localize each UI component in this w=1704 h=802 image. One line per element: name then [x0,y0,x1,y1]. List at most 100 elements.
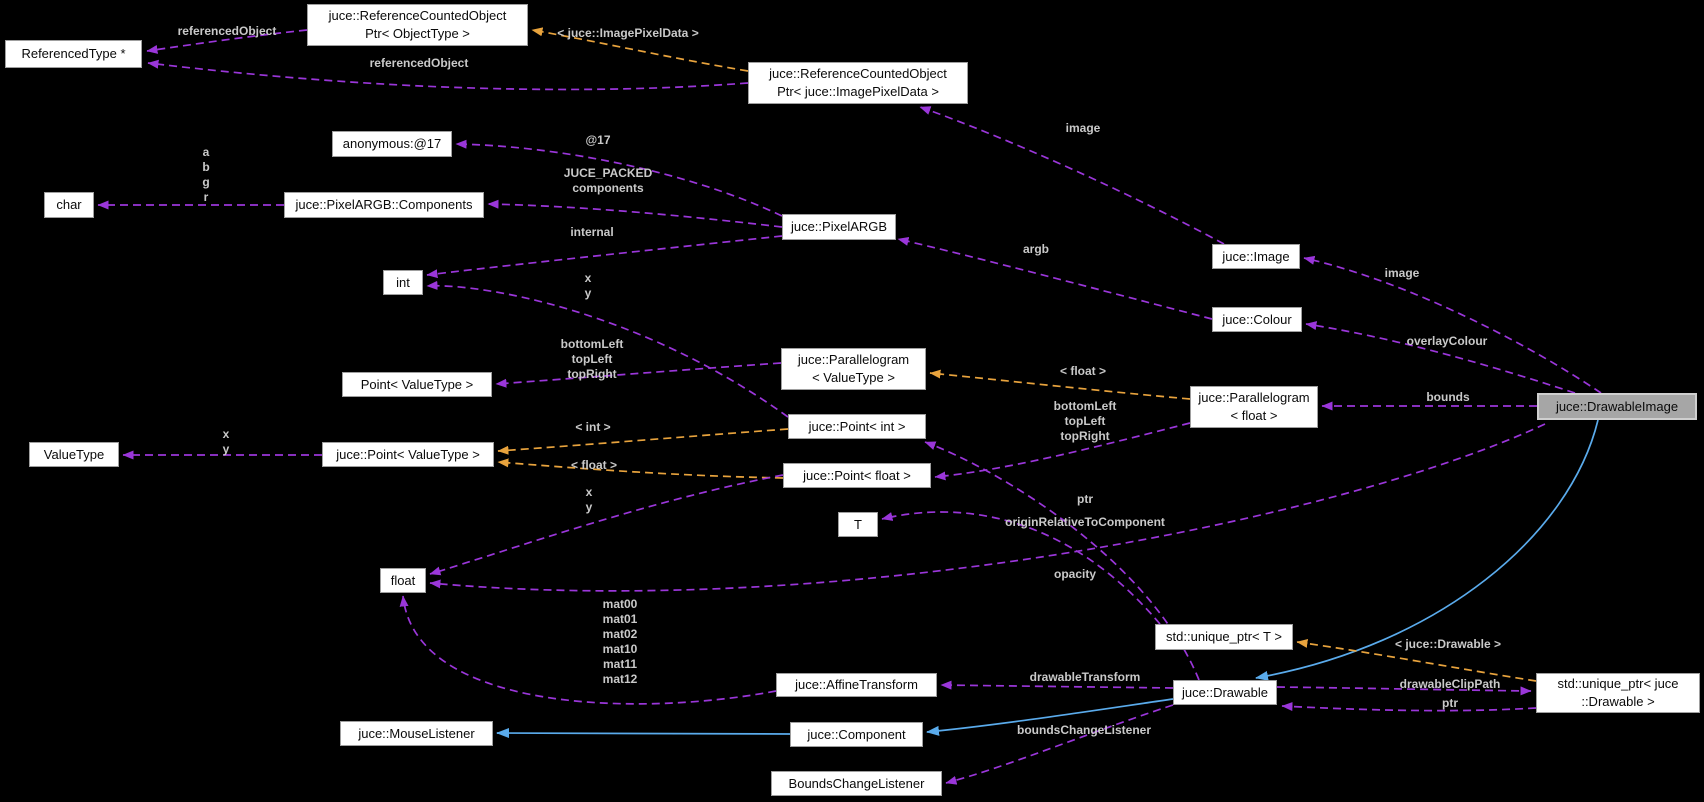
node-imageBox-line: juce::Image [1222,248,1290,264]
edge-label-e5: @17 [585,133,610,148]
node-floatBox-line: float [390,572,416,588]
edge-label-e24-line: mat00 [602,596,638,611]
node-uniquePtrT-line: std::unique_ptr< T > [1166,629,1282,644]
node-anon17[interactable]: anonymous:@17 [332,131,452,157]
node-colourBox[interactable]: juce::Colour [1212,307,1302,332]
edge-drawableImage-to-colourBox [1305,321,1576,394]
node-valueType-line: ValueType [43,446,105,462]
edge-drawable-to-component [926,698,1174,736]
node-pixelArgb[interactable]: juce::PixelARGB [782,214,896,240]
edge-label-e18-line: x [222,426,230,441]
edge-label-e12: bounds [1426,390,1469,405]
node-components[interactable]: juce::PixelARGB::Components [284,192,484,218]
node-paraVT[interactable]: juce::Parallelogram< ValueType > [781,348,926,390]
node-pointVT-line: Point< ValueType > [360,376,474,392]
edge-label-e7: internal [570,225,613,240]
node-jpointVT-line: juce::Point< ValueType > [336,446,480,462]
node-valueType[interactable]: ValueType [29,442,119,467]
node-charBox[interactable]: char [44,192,94,218]
node-paraFloat-line: juce::Parallelogram [1198,390,1310,405]
edge-label-e8-line: r [203,189,209,204]
node-colourBox-line: juce::Colour [1222,311,1292,327]
edge-label-e30: < juce::Drawable > [1395,637,1501,652]
edge-drawable-to-boundsListener [945,704,1174,785]
edge-label-e6-line: components [572,180,644,195]
edge-label-e31-line: drawableClipPath [1399,676,1501,691]
node-pixelArgb-line: juce::PixelARGB [790,219,888,234]
edge-label-e13-line: topRight [567,366,617,381]
node-mouseListener[interactable]: juce::MouseListener [340,721,493,746]
edge-drawable-to-affine [940,680,1174,690]
node-pointInt-line: juce::Point< int > [808,418,906,434]
edge-label-e11: overlayColour [1407,334,1488,349]
node-component[interactable]: juce::Component [790,722,923,747]
node-uniquePtrT[interactable]: std::unique_ptr< T > [1155,624,1293,650]
edge-paraFloat-to-pointFloat [934,422,1191,481]
node-paraFloat-line: < float > [1230,408,1278,423]
edge-label-e17-line: < float > [570,457,618,472]
node-paraVT-line: < ValueType > [812,370,895,385]
node-drawable[interactable]: juce::Drawable [1173,680,1277,705]
edge-pointFloat-to-floatBox [429,474,784,576]
edge-label-e30-line: < juce::Drawable > [1394,636,1502,651]
node-anon17-line: anonymous:@17 [342,136,442,151]
node-rcopIpd-line: juce::ReferenceCountedObject [769,66,947,81]
edge-label-e3: < juce::ImagePixelData > [557,26,698,41]
node-rcopObj-line: Ptr< ObjectType > [365,26,470,41]
node-pointFloat[interactable]: juce::Point< float > [783,463,931,488]
edge-uniquePtrDrawable-to-uniquePtrT [1296,639,1537,682]
edge-label-e9: argb [1023,242,1049,257]
edge-component-to-mouseListener [496,728,791,739]
edge-label-e14-line: < float > [1059,363,1107,378]
edge-label-e3-line: < juce::ImagePixelData > [557,25,699,40]
edge-label-e5-line: @17 [585,132,611,147]
node-imageBox[interactable]: juce::Image [1212,244,1300,269]
node-pointInt[interactable]: juce::Point< int > [788,414,926,439]
edge-label-e24-line: mat12 [602,671,638,686]
node-intBox[interactable]: int [383,270,423,295]
edge-pixelArgb-to-intBox [426,235,783,279]
edge-label-e8-line: b [202,159,210,174]
node-charBox-line: char [56,197,82,212]
edge-label-e8-line: g [202,174,210,189]
edge-label-e32: ptr [1442,696,1458,711]
node-drawableImage[interactable]: juce::DrawableImage [1537,393,1697,420]
edge-label-e16: < int > [575,420,610,435]
node-refType[interactable]: ReferencedType * [5,40,142,68]
node-boundsListener[interactable]: BoundsChangeListener [771,771,942,796]
edge-label-e10-line: image [1384,265,1420,280]
node-floatBox[interactable]: float [380,568,426,593]
node-paraVT-line: juce::Parallelogram [797,352,910,367]
node-tBox[interactable]: T [838,512,878,537]
node-affine[interactable]: juce::AffineTransform [776,673,937,697]
node-paraFloat[interactable]: juce::Parallelogram< float > [1190,386,1318,428]
node-refType-line: ReferencedType * [21,46,126,61]
node-jpointVT[interactable]: juce::Point< ValueType > [322,442,494,467]
edge-label-e25: drawableTransform [1030,670,1141,685]
edge-label-e22: originRelativeToComponent [1005,515,1165,530]
edge-label-e17: < float > [571,458,617,473]
edge-imageBox-to-rcopIpd [919,106,1225,245]
edge-pointInt-to-jpointVT [497,428,789,455]
node-pointVT[interactable]: Point< ValueType > [342,372,492,397]
edge-label-e7-line: internal [570,224,614,239]
node-uniquePtrDrawable[interactable]: std::unique_ptr< juce::Drawable > [1536,673,1700,713]
edge-label-e24-line: mat11 [602,656,638,671]
edge-label-e29-line: boundsChangeListener [1016,722,1152,737]
edge-label-e22-line: originRelativeToComponent [1005,514,1165,529]
edge-label-e1-line: referencedObject [177,23,277,38]
edge-label-e23-line: opacity [1053,566,1097,581]
node-tBox-line: T [854,516,862,532]
edge-label-e8-line: a [202,144,210,159]
edge-label-e25-line: drawableTransform [1029,669,1141,684]
edge-label-e31: drawableClipPath [1400,677,1501,692]
edge-paraFloat-to-paraVT [929,369,1191,400]
